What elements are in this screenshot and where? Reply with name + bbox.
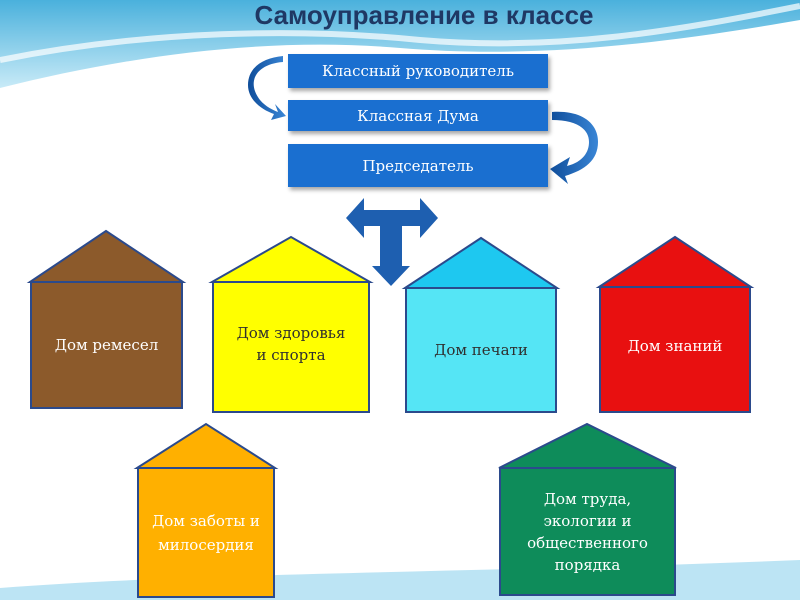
house-knowledge-label: Дом знаний xyxy=(627,336,723,355)
house-press-label: Дом печати xyxy=(434,341,528,359)
house-crafts: Дом ремесел xyxy=(26,229,187,409)
house-press-body xyxy=(405,287,557,413)
class-teacher-box: Классный руководитель xyxy=(288,54,548,88)
house-labor: Дом труда, экологии и общественного поря… xyxy=(498,422,677,596)
house-care-roof xyxy=(133,422,279,469)
t-arrow xyxy=(346,198,438,286)
house-labor-roof xyxy=(498,422,677,469)
house-crafts-body xyxy=(30,281,183,409)
page-title: Самоуправление в классе xyxy=(254,0,594,30)
house-health: Дом здоровья и спорта xyxy=(208,235,374,413)
house-press: Дом печати xyxy=(401,236,561,413)
chairman-box: Председатель xyxy=(288,144,548,187)
house-health-label: Дом здоровья и спорта xyxy=(236,324,346,364)
house-labor-label: Дом труда, экологии и общественного поря… xyxy=(527,489,648,574)
house-health-roof xyxy=(208,235,374,283)
house-crafts-label: Дом ремесел xyxy=(54,336,159,354)
curved-arrow-left xyxy=(248,56,286,120)
house-care: Дом заботы и милосердия xyxy=(133,422,279,598)
house-crafts-roof xyxy=(26,229,187,283)
top-wave xyxy=(0,0,800,88)
house-knowledge-roof xyxy=(595,235,755,288)
house-knowledge-body xyxy=(599,286,751,413)
house-care-body xyxy=(137,467,275,598)
house-health-body xyxy=(212,281,370,413)
house-labor-body xyxy=(499,467,676,596)
top-wave-highlight xyxy=(0,3,800,63)
house-knowledge: Дом знаний xyxy=(595,235,755,413)
house-press-roof xyxy=(401,236,561,289)
house-care-label: Дом заботы и милосердия xyxy=(152,511,260,554)
curved-arrow-right xyxy=(550,111,598,184)
class-duma-box: Классная Дума xyxy=(288,100,548,131)
